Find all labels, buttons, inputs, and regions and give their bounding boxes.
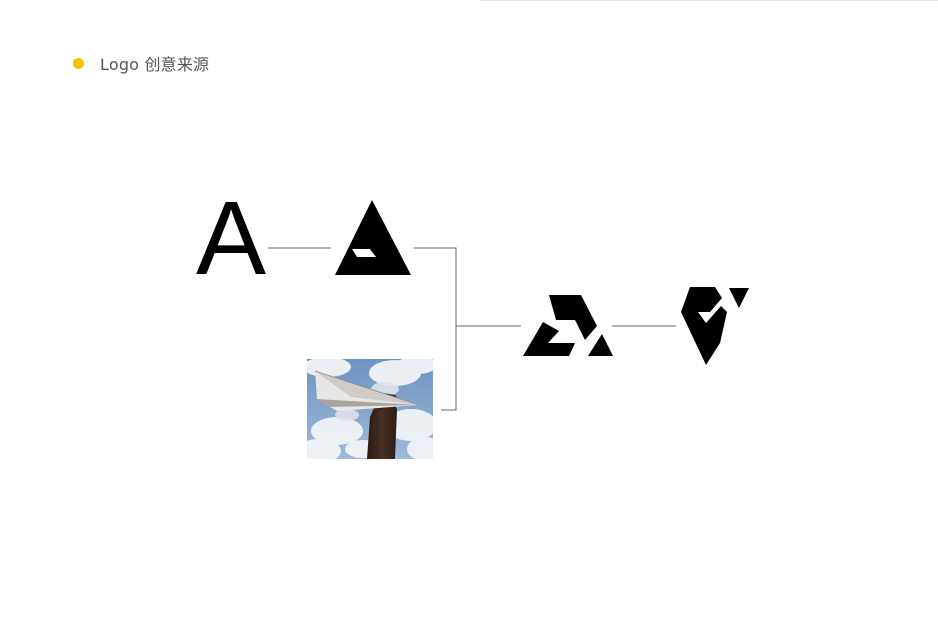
top-divider xyxy=(480,0,938,1)
final-v-logo-icon xyxy=(681,287,749,365)
section-title: Logo 创意来源 xyxy=(100,55,210,74)
section-header: Logo 创意来源 xyxy=(73,52,209,74)
triangle-a-mark-icon xyxy=(335,200,411,275)
split-triangle-mark-icon xyxy=(523,295,613,356)
letter-a: A xyxy=(196,180,267,297)
hand-holding-paper-plane-photo xyxy=(307,359,433,459)
bracket-connector xyxy=(414,247,457,411)
paper-plane-photo xyxy=(307,359,433,459)
accent-dot xyxy=(73,57,84,69)
connector-lines xyxy=(268,247,676,411)
